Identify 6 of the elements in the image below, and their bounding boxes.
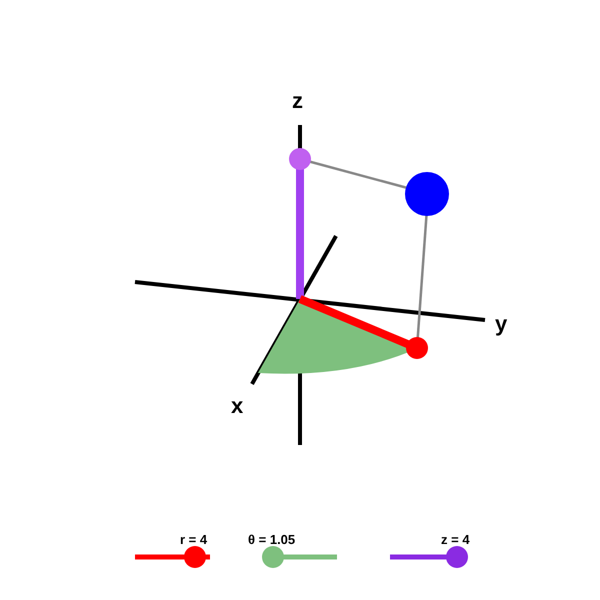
- axis-label: x: [231, 395, 244, 417]
- slider-label: z = 4: [441, 533, 470, 546]
- slider-label: θ = 1.05: [248, 533, 296, 546]
- axis-label: z: [292, 90, 303, 112]
- axis-label: y: [495, 313, 508, 335]
- slider-label: r = 4: [180, 533, 208, 546]
